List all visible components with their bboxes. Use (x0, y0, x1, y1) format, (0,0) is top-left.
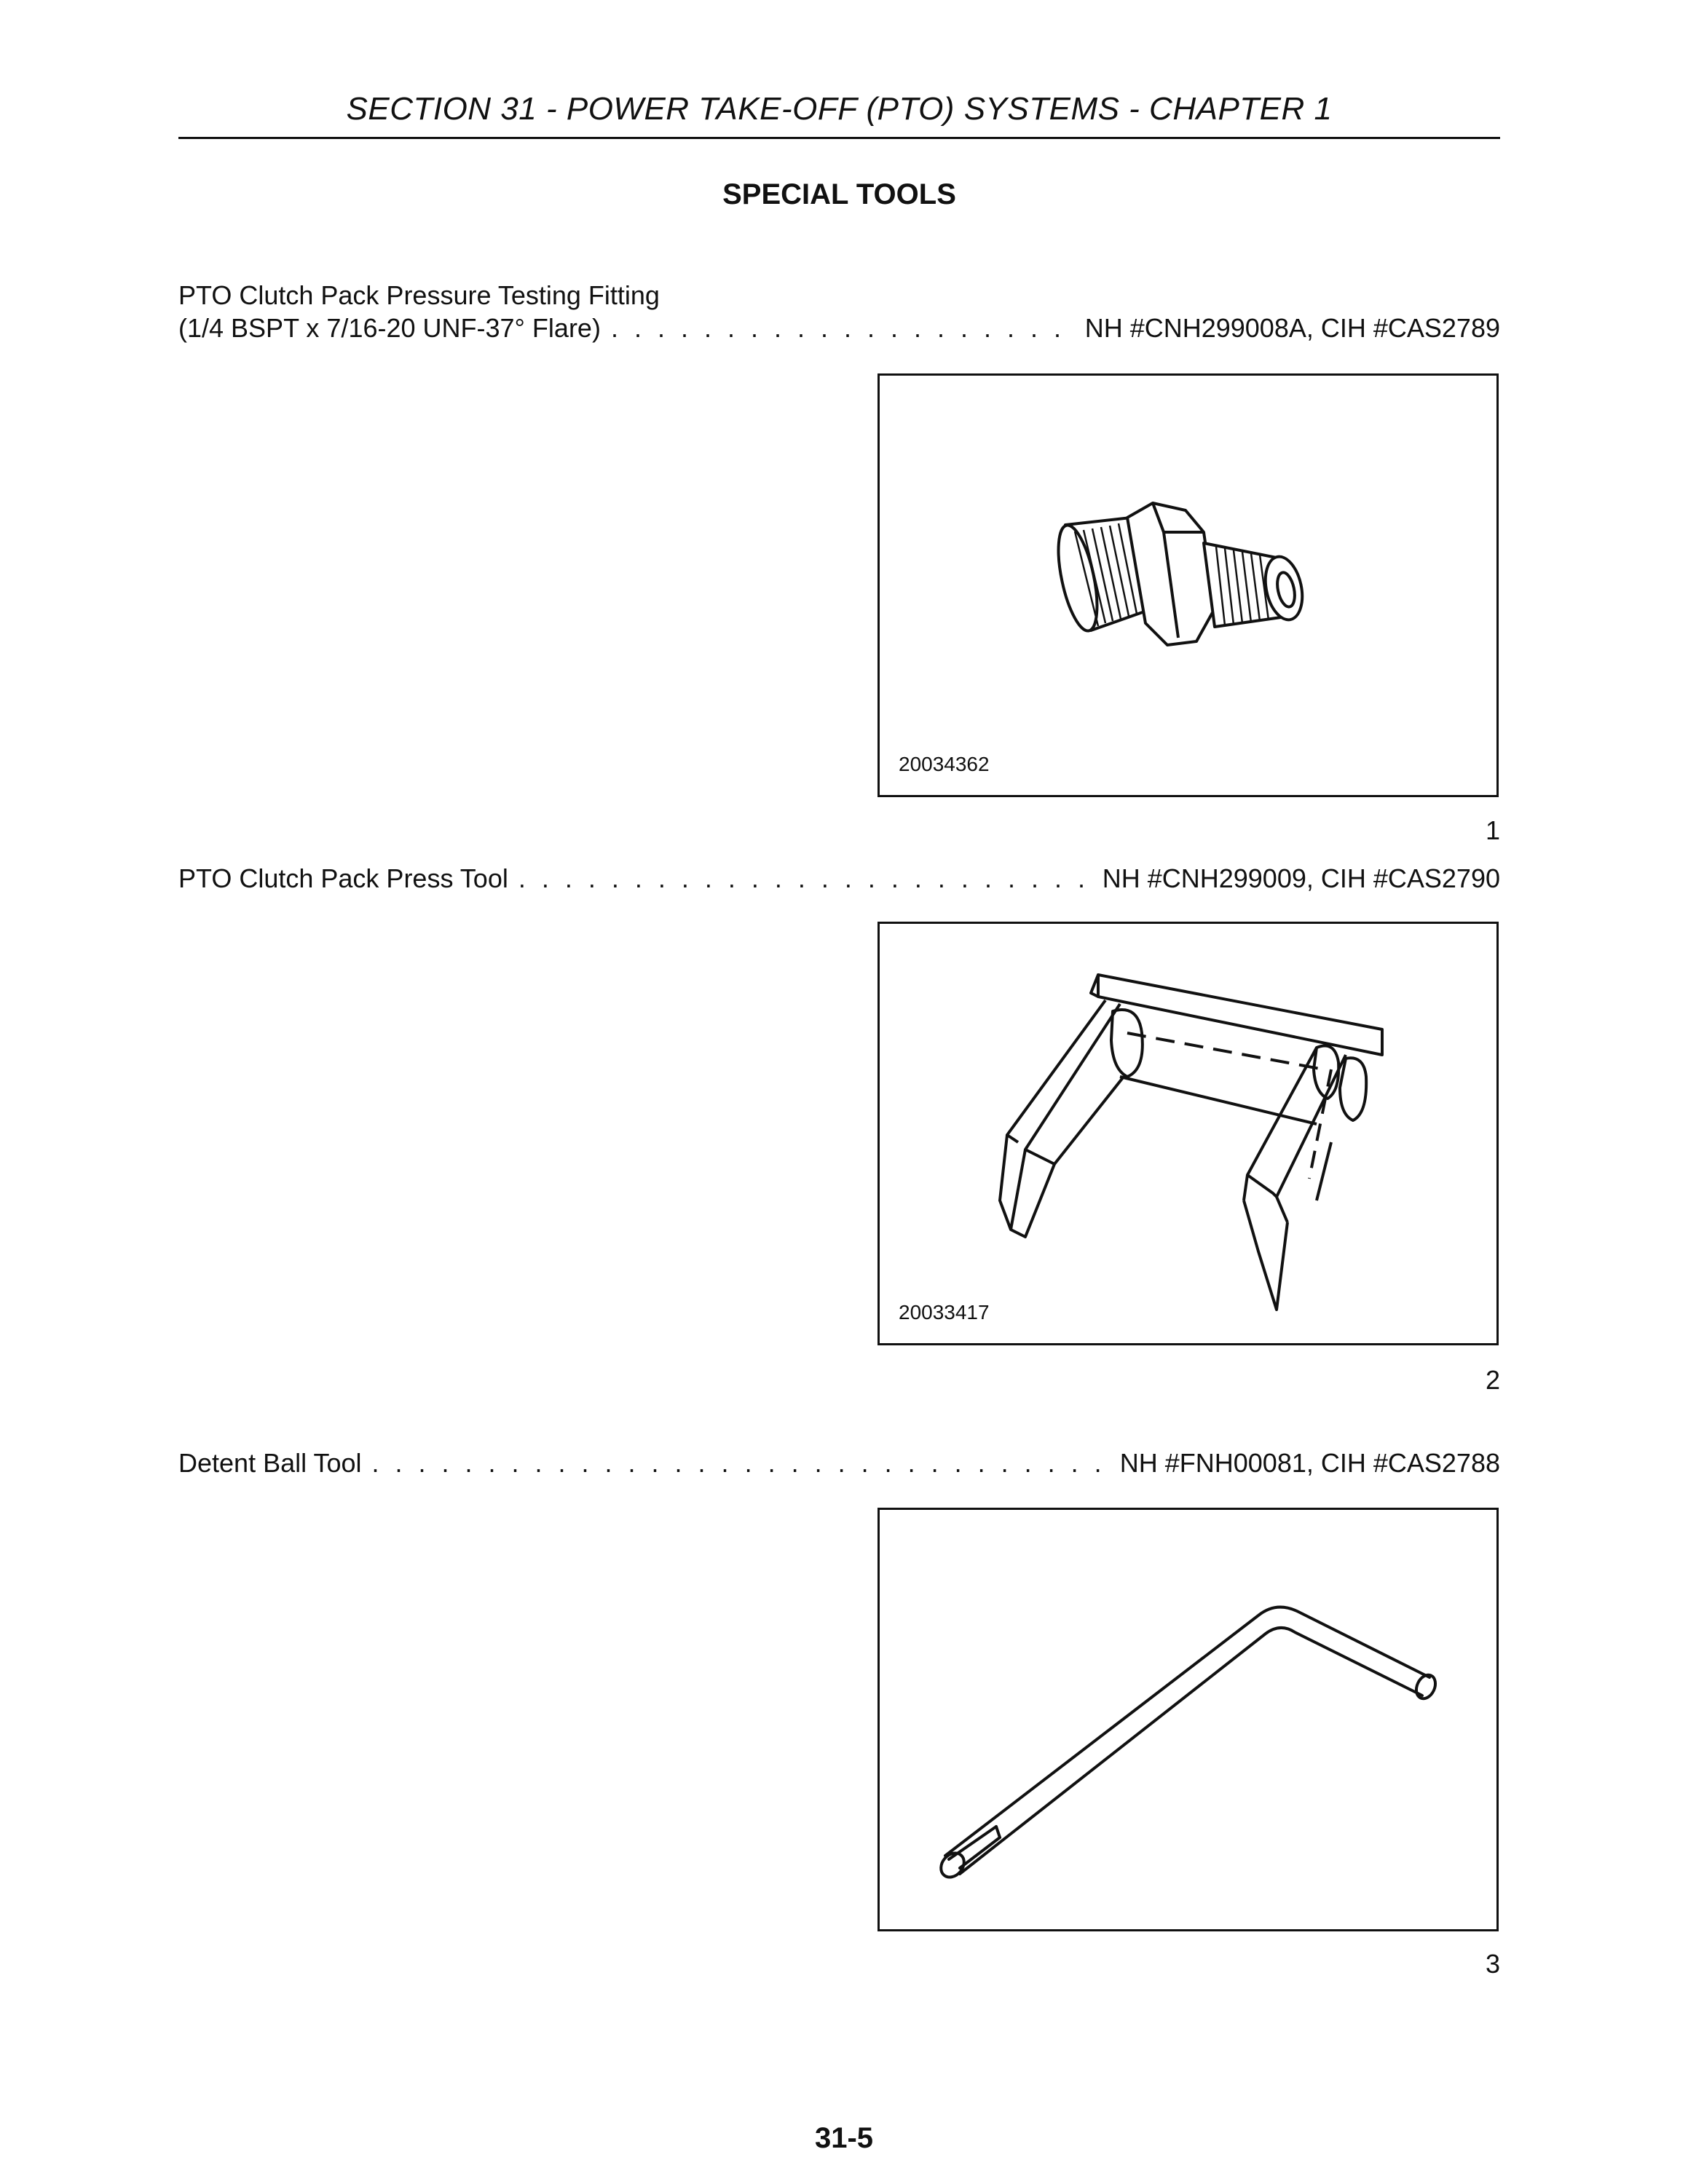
press-tool-icon (998, 973, 1384, 1311)
tool-1-name: PTO Clutch Pack Pressure Testing Fitting (178, 280, 660, 310)
tool-1-part-numbers: NH #CNH299008A, CIH #CAS2789 (1084, 313, 1500, 343)
leader-dots (611, 312, 1075, 345)
tool-3-part-numbers: NH #FNH00081, CIH #CAS2788 (1119, 1448, 1500, 1478)
header-rule (178, 137, 1500, 139)
page-title: SPECIAL TOOLS (722, 178, 956, 210)
page-number: 31-5 (814, 2122, 874, 2154)
leader-dots (518, 862, 1092, 895)
tool-2-name: PTO Clutch Pack Press Tool (178, 863, 508, 893)
tool-3-line: Detent Ball Tool NH #FNH00081, CIH #CAS2… (178, 1447, 1500, 1480)
figure-1-id: 20034362 (899, 753, 990, 775)
tool-1-line: (1/4 BSPT x 7/16-20 UNF-37° Flare) NH #C… (178, 312, 1500, 345)
section-header: SECTION 31 - POWER TAKE-OFF (PTO) SYSTEM… (346, 91, 1333, 127)
figure-2-id: 20033417 (899, 1301, 990, 1324)
figure-2: 20033417 (877, 922, 1499, 1345)
figure-3 (877, 1508, 1499, 1931)
tool-2-line: PTO Clutch Pack Press Tool NH #CNH299009… (178, 862, 1500, 895)
figure-1: 20034362 (877, 373, 1499, 797)
figure-3-number: 3 (1485, 1949, 1500, 1979)
pressure-fitting-icon (1057, 502, 1304, 646)
tool-1-spec: (1/4 BSPT x 7/16-20 UNF-37° Flare) (178, 313, 601, 343)
figure-1-number: 1 (1485, 815, 1500, 845)
tool-2-part-numbers: NH #CNH299009, CIH #CAS2790 (1102, 863, 1500, 893)
leader-dots (372, 1447, 1110, 1480)
tool-3-name: Detent Ball Tool (178, 1448, 362, 1478)
detent-ball-tool-icon (939, 1605, 1437, 1879)
figure-2-number: 2 (1485, 1365, 1500, 1395)
